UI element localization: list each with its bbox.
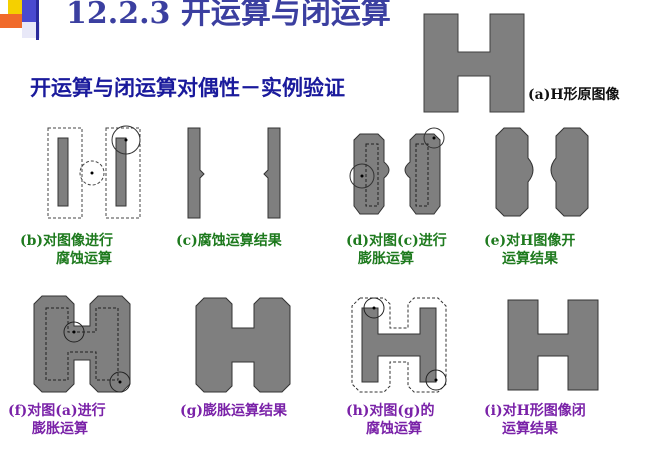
caption-a: (a)H形原图像 (528, 87, 620, 103)
corner-decoration (0, 0, 40, 40)
figure-e-opening-result (495, 127, 589, 217)
figure-h-erosion-process (351, 297, 447, 393)
caption-h: (h)对图(g)的 腐蚀运算 (346, 403, 435, 437)
figure-a-original-h (423, 13, 525, 113)
caption-c: (c)腐蚀运算结果 (176, 233, 282, 249)
caption-i: (i)对H形图像闭 运算结果 (484, 403, 586, 437)
caption-e: (e)对H图像开 运算结果 (484, 233, 576, 267)
caption-d: (d)对图(c)进行 膨胀运算 (346, 233, 447, 267)
figure-c-erosion-result (187, 127, 281, 219)
figure-f-dilation-process (33, 295, 131, 393)
slide-title: 12.2.3 开运算与闭运算 (66, 0, 391, 31)
caption-g: (g)膨胀运算结果 (180, 403, 288, 419)
figure-g-dilation-result (195, 297, 291, 393)
caption-f: (f)对图(a)进行 膨胀运算 (8, 403, 106, 437)
figure-d-dilation-process (349, 127, 445, 215)
caption-b: (b)对图像进行 腐蚀运算 (20, 233, 114, 267)
figure-b-erosion-process (47, 125, 141, 219)
figure-i-closing-result (507, 299, 599, 391)
slide-subtitle: 开运算与闭运算对偶性－实例验证 (30, 76, 345, 100)
